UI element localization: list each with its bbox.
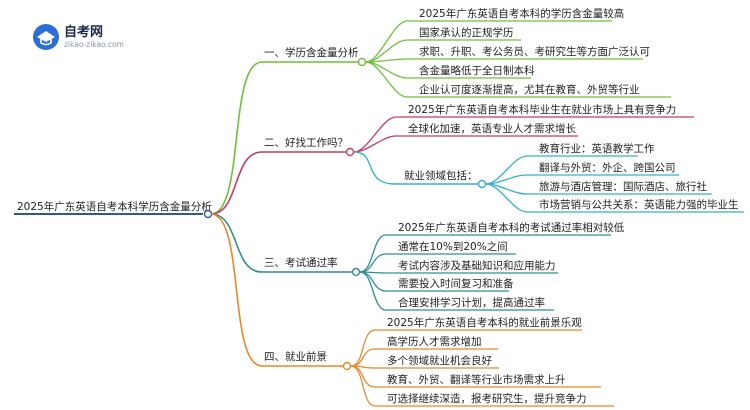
branch-2-connector — [345, 147, 355, 157]
leaf-label: 含金量略低于全日制本科 — [419, 64, 535, 77]
connector-line — [359, 271, 387, 292]
branch-3-connector — [351, 267, 361, 277]
leaf-label: 可选择继续深造，报考研究生，提升竞争力 — [387, 392, 587, 405]
branch-2-leaves: 2025年广东英语自考本科毕业生在就业市场上具有竞争力全球化加速，英语专业人才需… — [353, 103, 694, 153]
branch-4-connector — [342, 361, 352, 371]
connector-line — [359, 234, 387, 273]
leaf-label: 旅游与酒店管理：国际酒店、旅行社 — [539, 180, 707, 193]
leaf-label: 全球化加速，英语专业人才需求增长 — [408, 122, 576, 135]
branch-1: 一、学历含金量分析 2025年广东英语自考本科的学历含金量较高国家承认的正规学历… — [210, 7, 671, 215]
connector-line — [353, 135, 397, 153]
leaf-label: 教育、外贸、翻译等行业市场需求上升 — [387, 373, 566, 386]
branch-2: 二、好找工作吗？ 2025年广东英语自考本科毕业生在就业市场上具有竞争力全球化加… — [210, 103, 744, 215]
leaf-label: 多个领域就业机会良好 — [387, 354, 492, 367]
leaf-label: 2025年广东英语自考本科的考试通过率相对较低 — [398, 221, 625, 234]
branch-2-sub-leaves: 教育行业：英语教学工作翻译与外贸：外企、跨国公司旅游与酒店管理：国际酒店、旅行社… — [485, 142, 744, 213]
root-node: 2025年广东英语自考本科学历含金量分析 — [14, 200, 213, 219]
branch-4-label: 四、就业前景 — [264, 350, 327, 363]
site-logo[interactable]: 自考网 zikao-zikao.com — [33, 24, 124, 50]
root-connector — [203, 209, 213, 219]
leaf-label: 考试内容涉及基础知识和应用能力 — [398, 259, 556, 272]
branch-1-leaves: 2025年广东英语自考本科的学历含金量较高国家承认的正规学历求职、升职、考公务员… — [365, 7, 671, 98]
branch-2-label: 二、好找工作吗？ — [264, 136, 348, 149]
root-label: 2025年广东英语自考本科学历含金量分析 — [17, 200, 212, 213]
branch-3-label: 三、考试通过率 — [264, 256, 338, 269]
connector-line — [350, 348, 376, 367]
connector-line — [365, 61, 408, 98]
leaf-label: 通常在10%到20%之间 — [398, 240, 508, 253]
branch-3-leaves: 2025年广东英语自考本科的考试通过率相对较低通常在10%到20%之间考试内容涉… — [359, 221, 625, 311]
connector-line — [485, 183, 528, 213]
leaf-label: 翻译与外贸：外企、跨国公司 — [539, 161, 676, 174]
connector-line — [350, 329, 376, 367]
leaf-label: 教育行业：英语教学工作 — [539, 142, 655, 155]
leaf-label: 企业认可度逐渐提高，尤其在教育、外贸等行业 — [419, 83, 640, 96]
branch-2-sub-label: 就业领域包括： — [404, 169, 478, 182]
branch-1-connector — [357, 57, 367, 67]
leaf-label: 求职、升职、考公务员、考研究生等方面广泛认可 — [419, 45, 650, 58]
logo-url: zikao-zikao.com — [64, 40, 124, 49]
leaf-label: 2025年广东英语自考本科的学历含金量较高 — [419, 7, 624, 20]
leaf-label: 市场营销与公共关系：英语能力强的毕业生 — [539, 198, 739, 211]
branch-2-sub-connector — [477, 179, 487, 189]
connector-line — [350, 365, 376, 407]
branch-4-leaves: 2025年广东英语自考本科的就业前景乐观高学历人才需求增加多个领域就业机会良好教… — [350, 316, 614, 407]
branch-3: 三、考试通过率 2025年广东英语自考本科的考试通过率相对较低通常在10%到20… — [210, 213, 625, 311]
connector-line — [353, 116, 397, 153]
logo-name: 自考网 — [64, 24, 103, 40]
branch-4: 四、就业前景 2025年广东英语自考本科的就业前景乐观高学历人才需求增加多个领域… — [210, 213, 614, 407]
leaf-label: 高学历人才需求增加 — [387, 335, 482, 348]
branch-1-label: 一、学历含金量分析 — [264, 46, 359, 59]
leaf-label: 2025年广东英语自考本科毕业生在就业市场上具有竞争力 — [408, 103, 676, 116]
leaf-label: 合理安排学习计划，提高通过率 — [398, 296, 545, 309]
leaf-label: 2025年广东英语自考本科的就业前景乐观 — [387, 316, 582, 329]
leaf-label: 国家承认的正规学历 — [419, 26, 514, 39]
connector-line — [359, 271, 387, 311]
connector-line — [359, 253, 387, 273]
leaf-label: 需要投入时间复习和准备 — [398, 277, 514, 290]
